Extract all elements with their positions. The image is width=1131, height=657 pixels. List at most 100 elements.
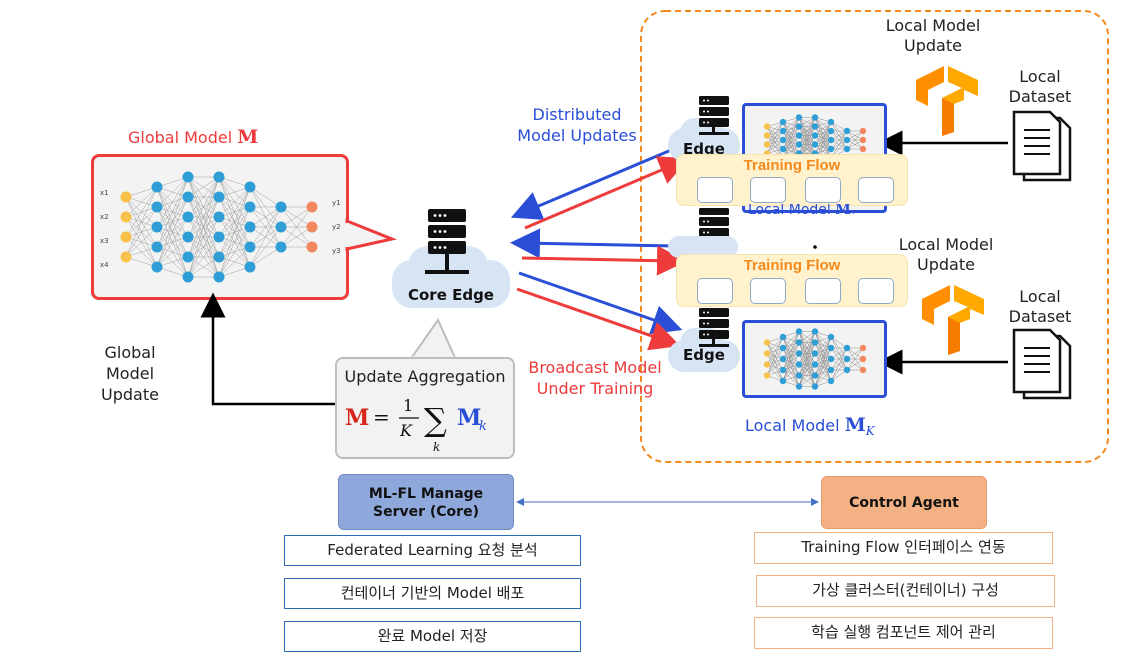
global-model-update-line1: Global Model [104, 343, 156, 383]
server-icon [699, 308, 729, 347]
tensorflow-logo [922, 285, 984, 355]
network-node [827, 355, 835, 363]
aggregation-title: Update Aggregation [344, 367, 506, 386]
dataset-line2: Dataset [1008, 87, 1072, 106]
distributed-update-arrow [510, 228, 677, 259]
network-node [795, 372, 803, 379]
network-node [763, 372, 771, 379]
network-node [811, 132, 819, 139]
global-model-symbol: M [237, 126, 259, 148]
network-node [843, 366, 851, 374]
network-node [779, 355, 787, 363]
distributed-update-arrow [510, 146, 677, 220]
network-node [120, 231, 132, 243]
network-node [843, 355, 851, 363]
broadcast-line1: Broadcast Model [528, 358, 662, 377]
control-agent-label: Control Agent [849, 495, 959, 511]
network-node [795, 361, 803, 368]
network-node [859, 344, 867, 352]
broadcast-label: Broadcast Model Under Training [520, 357, 670, 399]
network-node [306, 241, 318, 253]
flow-cell [858, 278, 894, 304]
network-node [213, 211, 225, 223]
global-model-label: Global Model M [128, 126, 288, 148]
server-task-item: 컨테이너 기반의 Model 배포 [284, 578, 581, 609]
broadcast-arrow [521, 245, 687, 276]
document-icon [1012, 328, 1072, 400]
network-node [811, 361, 819, 368]
network-node [795, 141, 803, 148]
dataset-line1: Local [1019, 287, 1061, 306]
network-node [859, 127, 867, 135]
network-node [182, 171, 194, 183]
local-update-line2: Update [904, 36, 962, 55]
local-update-line1: Local Model [898, 235, 994, 254]
agent-task-item: Training Flow 인터페이스 연동 [754, 532, 1053, 564]
flow-cell [697, 177, 733, 203]
global-neural-network: x1 x2 x3 x4 y1 y2 y3 [100, 171, 341, 283]
network-node [244, 241, 256, 253]
network-node [779, 118, 787, 126]
network-node [213, 271, 225, 283]
network-node [859, 136, 867, 144]
network-node [827, 118, 835, 126]
network-node [151, 261, 163, 273]
server-task-item: Federated Learning 요청 분석 [284, 535, 581, 566]
broadcast-arrow [524, 156, 690, 230]
network-node [811, 123, 819, 130]
network-node [275, 221, 287, 233]
server-line1: ML-FL Manage [368, 486, 484, 502]
network-node [779, 145, 787, 153]
global-update-arrow [200, 292, 336, 406]
core-edge-label: Core Edge [407, 286, 494, 304]
network-node [859, 355, 867, 363]
document-icon [1012, 110, 1072, 182]
network-node [779, 333, 787, 341]
network-node [244, 221, 256, 233]
network-node [151, 201, 163, 213]
svg-text:M: M [345, 405, 369, 431]
global-model-panel: x1 x2 x3 x4 y1 y2 y3 [91, 154, 349, 300]
local-model-1-label: Local Model M1 [748, 204, 888, 214]
network-node [795, 123, 803, 130]
control-agent-box[interactable]: Control Agent [821, 476, 987, 529]
agent-task-item: 학습 실행 컴포넌트 제어 관리 [754, 617, 1053, 649]
network-node [213, 231, 225, 243]
local-update-line1: Local Model [885, 16, 981, 35]
local-neural-network [763, 328, 867, 390]
server-icon [699, 208, 729, 243]
network-node [763, 123, 771, 130]
network-node [151, 241, 163, 253]
network-node [779, 377, 787, 385]
network-node [120, 191, 132, 203]
agent-task-item: 가상 클러스터(컨테이너) 구성 [756, 575, 1055, 607]
server-icon [425, 209, 469, 274]
network-node [213, 251, 225, 263]
ml-fl-server-box[interactable]: ML-FL Manage Server (Core) [338, 474, 514, 530]
network-node [859, 145, 867, 153]
network-node [795, 383, 803, 390]
network-node [182, 231, 194, 243]
svg-text:k: k [479, 419, 487, 434]
network-node [120, 211, 132, 223]
network-node [779, 136, 787, 144]
global-model-update-line2: Update [101, 385, 159, 404]
network-node [827, 127, 835, 135]
distributed-update-arrow [518, 271, 683, 335]
global-model-text: Global Model [128, 128, 233, 147]
local-dataset-label: Local Dataset [1000, 287, 1080, 327]
global-model-update-label: Global Model Update [80, 342, 180, 405]
input-label: x4 [100, 261, 109, 269]
training-flow-box: Training Flow [676, 254, 908, 307]
network-node [244, 201, 256, 213]
svg-text:∑: ∑ [424, 401, 447, 439]
network-node [779, 127, 787, 135]
flow-cell [805, 278, 841, 304]
network-node [827, 377, 835, 385]
flow-cell [697, 278, 733, 304]
network-node [182, 211, 194, 223]
network-node [244, 181, 256, 193]
network-node [811, 114, 819, 121]
local-model-update-label: Local Model Update [890, 235, 1002, 275]
